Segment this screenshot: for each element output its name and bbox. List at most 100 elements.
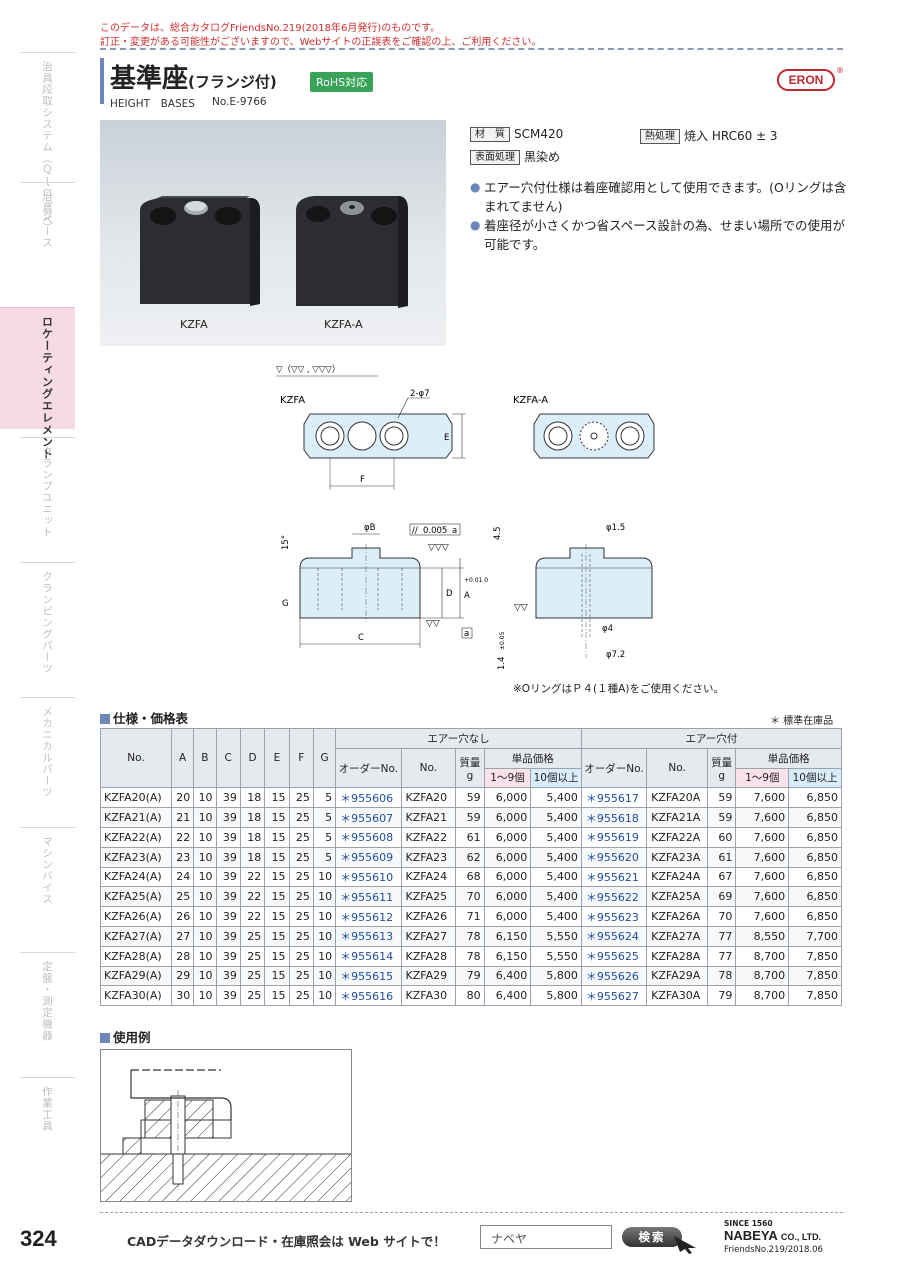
material-value: SCM420 (514, 127, 564, 141)
cell-m1: 62 (455, 846, 485, 868)
cell-ord1[interactable]: ＊955612 (335, 906, 402, 927)
cell-m2: 70 (706, 906, 737, 927)
cell-no: KZFA20(A) (100, 787, 172, 809)
feature-item: エアー穴付仕様は着座確認用として使用できます。(Oリングは含まれてません) (470, 178, 850, 216)
cell-e: 15 (264, 807, 290, 828)
cell-p22: 6,850 (788, 866, 842, 888)
sidebar-item-clamp-unit[interactable]: クランプユニット (20, 437, 75, 562)
cell-p21: 8,700 (735, 945, 790, 967)
cell-d: 18 (239, 787, 266, 809)
sidebar-item-machine-vise[interactable]: マシンバイス (20, 827, 75, 952)
cell-m1: 59 (455, 807, 485, 828)
cell-ord2[interactable]: ＊955620 (580, 846, 648, 868)
cell-ord1[interactable]: ＊955615 (335, 965, 402, 987)
company-logo: NABEYA CO., LTD. (724, 1228, 821, 1243)
usage-title: 使用例 (100, 1027, 151, 1046)
cell-ord2[interactable]: ＊955625 (580, 945, 648, 967)
cell-p21: 8,550 (735, 925, 790, 947)
cell-p12: 5,800 (530, 985, 582, 1007)
th-group-air: エアー穴付 (580, 728, 843, 749)
cell-ord2[interactable]: ＊955626 (580, 965, 648, 987)
cell-d: 25 (239, 925, 266, 947)
search-input[interactable]: ナベヤ (480, 1225, 612, 1249)
cell-ord2[interactable]: ＊955627 (580, 985, 648, 1007)
cell-e: 15 (264, 866, 290, 888)
cell-p12: 5,400 (530, 906, 582, 927)
cell-ord2[interactable]: ＊955622 (580, 886, 648, 908)
cell-mod1: KZFA23 (400, 846, 457, 868)
sidebar-item-mechanical-parts[interactable]: メカニカルパーツ (20, 697, 75, 827)
th-qty-10-air: 10個以上 (788, 767, 842, 789)
cell-ord1[interactable]: ＊955611 (335, 886, 402, 908)
cursor-arrow-icon (674, 1236, 696, 1254)
cell-ord2[interactable]: ＊955617 (580, 787, 648, 809)
sidebar-item-surface-plate[interactable]: 定盤・測定機器 (20, 952, 75, 1077)
search-button[interactable]: 検索 (622, 1227, 682, 1247)
dim-b: φB (364, 523, 376, 533)
cell-ord1[interactable]: ＊955616 (335, 985, 402, 1007)
cell-e: 15 (264, 886, 290, 908)
cell-m2: 59 (706, 807, 737, 828)
th-d: D (239, 727, 266, 789)
sidebar-item-jig-base[interactable]: 治具ベース (20, 182, 75, 307)
th-order-no-air: オーダーNo. (580, 747, 648, 789)
photo-label-kzfa-a: KZFA-A (324, 318, 363, 331)
dim-phi-4: φ4 (602, 624, 613, 634)
cell-c: 39 (215, 886, 241, 908)
cell-ord2[interactable]: ＊955621 (580, 866, 648, 888)
cell-p22: 6,850 (788, 826, 842, 848)
since-label: SINCE 1560 (724, 1219, 773, 1228)
cell-ord2[interactable]: ＊955623 (580, 906, 648, 927)
cell-ord2[interactable]: ＊955624 (580, 925, 648, 947)
cell-ord1[interactable]: ＊955607 (335, 807, 402, 828)
sidebar-item-qlock[interactable]: 治具段取システム（Ｑｌロック） (20, 52, 75, 234)
cell-d: 18 (239, 807, 266, 828)
cell-a: 25 (170, 886, 195, 908)
cell-e: 15 (264, 925, 290, 947)
cell-ord1[interactable]: ＊955613 (335, 925, 402, 947)
parallelism-symbol: // (412, 526, 418, 536)
dim-phi-1-5: φ1.5 (606, 523, 625, 533)
cell-ord1[interactable]: ＊955609 (335, 846, 402, 868)
sidebar-item-locating-element[interactable]: ロケーティングエレメント (0, 307, 75, 460)
datum-box: a (464, 629, 469, 639)
sidebar-item-clamping-parts[interactable]: クランピングパーツ (20, 562, 75, 697)
heat-treatment-spec: 熱処理焼入 HRC60 ± 3 (640, 127, 778, 144)
cell-b: 10 (193, 807, 217, 828)
label-kzfa: KZFA (280, 395, 305, 406)
cell-p11: 6,000 (483, 807, 532, 828)
cell-ord2[interactable]: ＊955619 (580, 826, 648, 848)
cell-ord1[interactable]: ＊955610 (335, 866, 402, 888)
cell-g: 10 (312, 906, 337, 927)
cell-mod1: KZFA30 (400, 985, 457, 1007)
cell-a: 29 (170, 965, 195, 987)
cell-m1: 71 (455, 906, 485, 927)
cell-ord1[interactable]: ＊955614 (335, 945, 402, 967)
dim-1-4: 1.4 (497, 656, 507, 670)
cell-mod2: KZFA22A (646, 826, 708, 848)
cell-e: 15 (264, 846, 290, 868)
cell-p12: 5,800 (530, 965, 582, 987)
cell-mod2: KZFA23A (646, 846, 708, 868)
sidebar-item-tools[interactable]: 作業工具 (20, 1077, 75, 1202)
cell-mod1: KZFA24 (400, 866, 457, 888)
heat-key: 熱処理 (640, 129, 680, 144)
cell-mod2: KZFA20A (646, 787, 708, 809)
cell-c: 39 (215, 807, 241, 828)
cell-c: 39 (215, 826, 241, 848)
cell-g: 5 (312, 807, 337, 828)
company-suffix: CO., LTD. (780, 1232, 822, 1242)
cell-d: 25 (239, 965, 266, 987)
surface-key: 表面処理 (470, 150, 520, 165)
cad-download-text: CADデータダウンロード・在庫照会は Web サイトで！ (127, 1234, 446, 1249)
cell-ord1[interactable]: ＊955606 (335, 787, 402, 809)
cell-p12: 5,400 (530, 886, 582, 908)
th-unit-price-air: 単品価格 (735, 747, 842, 769)
cell-ord2[interactable]: ＊955618 (580, 807, 648, 828)
spec-price-table: No. A B C D E F G エアー穴なし エアー穴付 オーダーNo. N… (100, 727, 843, 1007)
th-model-no: No. (400, 747, 457, 789)
cell-ord1[interactable]: ＊955608 (335, 826, 402, 848)
